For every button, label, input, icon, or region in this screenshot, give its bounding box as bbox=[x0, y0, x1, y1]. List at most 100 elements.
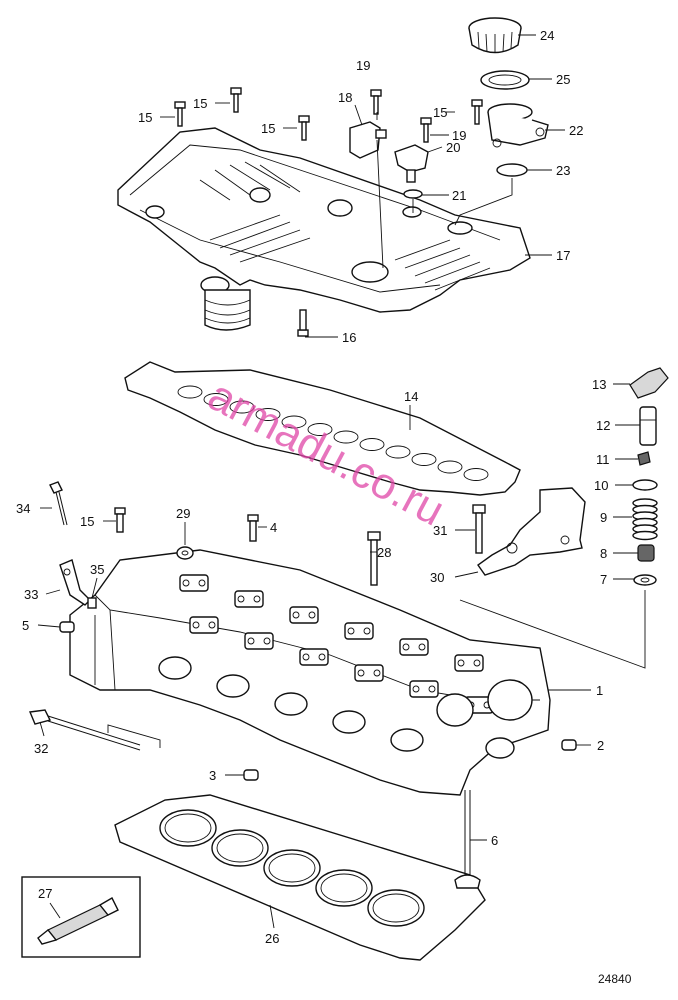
bolts-and-fasteners bbox=[29, 309, 577, 889]
bracket bbox=[477, 487, 586, 576]
callout-19a: 19 bbox=[356, 58, 370, 73]
callout-12: 12 bbox=[596, 418, 610, 433]
callout-15d: 15 bbox=[80, 514, 94, 529]
bolt-shank bbox=[177, 107, 183, 127]
callout-18: 18 bbox=[338, 90, 352, 105]
cap-bolt bbox=[473, 659, 481, 667]
cap-bolt bbox=[373, 669, 381, 677]
cap-bolt bbox=[357, 669, 365, 677]
callout-31: 31 bbox=[433, 523, 447, 538]
valve-cover bbox=[117, 127, 531, 331]
cylinder-head bbox=[69, 549, 551, 796]
cap-bolt bbox=[308, 611, 316, 619]
gasket-lobe bbox=[307, 423, 333, 436]
callout-labels: 24 25 22 23 17 20 21 19 15 19 18 15 15 1… bbox=[16, 28, 610, 946]
bolt-shank bbox=[233, 93, 239, 113]
cap-bolt bbox=[412, 685, 420, 693]
callout-15c: 15 bbox=[261, 121, 275, 136]
callout-11: 11 bbox=[596, 452, 610, 467]
callout-16: 16 bbox=[342, 330, 356, 345]
callout-32: 32 bbox=[34, 741, 48, 756]
gasket-lobe bbox=[437, 460, 463, 474]
cam-bearing-cap bbox=[189, 616, 219, 634]
callout-9: 9 bbox=[600, 510, 607, 525]
bolt-shank bbox=[373, 95, 379, 115]
callout-15b: 15 bbox=[193, 96, 207, 111]
callout-33: 33 bbox=[24, 587, 38, 602]
cap-bolt bbox=[208, 621, 216, 629]
cylinder-bore-ring bbox=[216, 833, 264, 863]
callout-7: 7 bbox=[600, 572, 607, 587]
callout-23: 23 bbox=[556, 163, 570, 178]
callout-10: 10 bbox=[594, 478, 608, 493]
callout-19b: 19 bbox=[452, 128, 466, 143]
gasket-lobe bbox=[385, 445, 411, 459]
cap-bolt bbox=[263, 637, 271, 645]
bolt-shank bbox=[423, 123, 429, 143]
gasket-lobe bbox=[463, 468, 489, 481]
callout-8: 8 bbox=[600, 546, 607, 561]
cylinder-bore-ring bbox=[320, 873, 368, 903]
callout-17: 17 bbox=[556, 248, 570, 263]
cap-bolt bbox=[237, 595, 245, 603]
cap-bolt bbox=[363, 627, 371, 635]
cam-bearing-cap bbox=[289, 606, 319, 624]
bolt-head bbox=[420, 117, 432, 125]
cap-bolt bbox=[418, 643, 426, 651]
gasket-lobe bbox=[411, 453, 437, 466]
gasket-lobe bbox=[333, 430, 359, 444]
bolt-shank bbox=[474, 105, 480, 125]
cap-bolt bbox=[402, 643, 410, 651]
cylinder-bore-ring bbox=[164, 813, 212, 843]
callout-34: 34 bbox=[16, 501, 30, 516]
cap-bolt bbox=[347, 627, 355, 635]
cap-bolt bbox=[198, 579, 206, 587]
exhaust-port bbox=[332, 710, 366, 734]
cap-bolt bbox=[192, 621, 200, 629]
cap-bolt bbox=[292, 611, 300, 619]
callout-5: 5 bbox=[22, 618, 29, 633]
callout-35: 35 bbox=[90, 562, 104, 577]
head-gasket bbox=[114, 794, 486, 961]
sensor-and-bolts bbox=[174, 87, 483, 269]
cam-bearing-cap bbox=[409, 680, 439, 698]
callout-27: 27 bbox=[38, 886, 52, 901]
cap-bolt bbox=[182, 579, 190, 587]
sealant-box bbox=[21, 876, 141, 958]
bolt-shank bbox=[301, 121, 307, 141]
callout-14: 14 bbox=[404, 389, 418, 404]
cap-bolt bbox=[318, 653, 326, 661]
cap-bolt bbox=[247, 637, 255, 645]
cam-bearing-cap bbox=[344, 622, 374, 640]
cylinder-bore-ring bbox=[372, 893, 420, 923]
cam-bearing-cap bbox=[179, 574, 209, 592]
callout-15a: 15 bbox=[138, 110, 152, 125]
cam-bearing-cap bbox=[354, 664, 384, 682]
cam-bearing-cap bbox=[399, 638, 429, 656]
cylinder-bore-ring bbox=[268, 853, 316, 883]
gasket-lobe bbox=[177, 385, 203, 399]
exhaust-port bbox=[274, 692, 308, 716]
callout-15e: 15 bbox=[433, 105, 447, 120]
callout-26: 26 bbox=[265, 931, 279, 946]
cap-bolt bbox=[457, 659, 465, 667]
cylinder-bore bbox=[211, 829, 269, 867]
bolt-head bbox=[230, 87, 242, 95]
bolt-head bbox=[174, 101, 186, 109]
callout-3: 3 bbox=[209, 768, 216, 783]
callout-2: 2 bbox=[597, 738, 604, 753]
cam-bearing-cap bbox=[244, 632, 274, 650]
callout-25: 25 bbox=[556, 72, 570, 87]
cylinder-bore bbox=[159, 809, 217, 847]
figure-number: 24840 bbox=[598, 972, 632, 986]
cap-bolt bbox=[428, 685, 436, 693]
callout-1: 1 bbox=[596, 683, 603, 698]
cam-bearing-cap bbox=[454, 654, 484, 672]
valve-train-parts bbox=[459, 367, 669, 669]
gasket-lobe bbox=[359, 438, 385, 451]
gasket-lobe bbox=[255, 408, 281, 421]
callout-13: 13 bbox=[592, 377, 606, 392]
callout-20: 20 bbox=[446, 140, 460, 155]
callout-22: 22 bbox=[569, 123, 583, 138]
